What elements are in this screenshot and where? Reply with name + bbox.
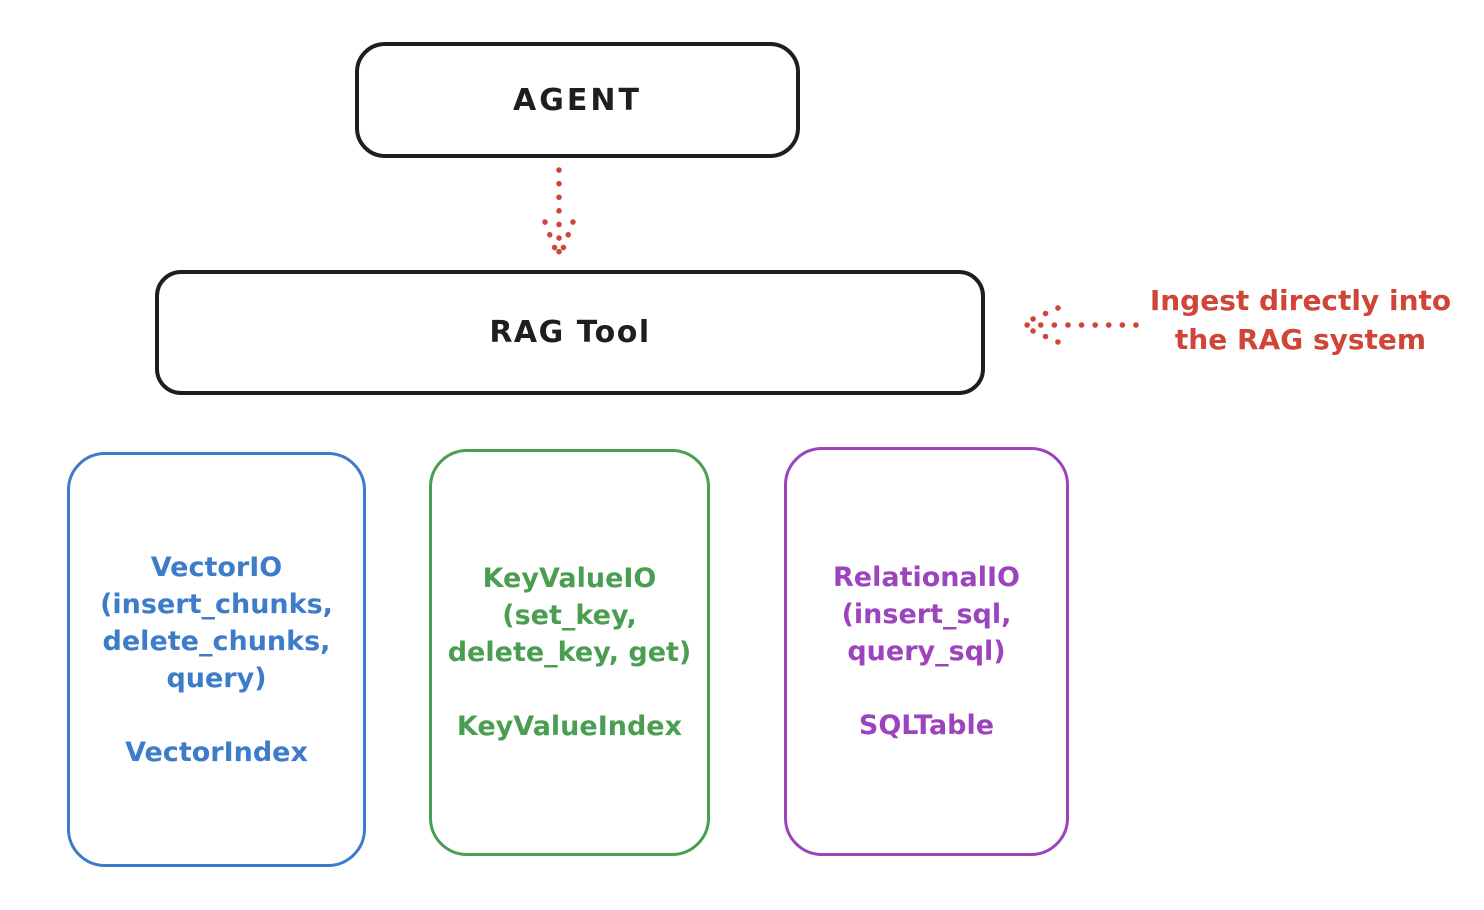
dotted-arrow-down-icon	[542, 167, 576, 257]
ingest-annotation: Ingest directly into the RAG system	[1128, 281, 1473, 359]
dotted-arrow-left-icon	[1021, 305, 1139, 345]
agent-box: AGENT	[355, 42, 800, 158]
relational-io-method-line-2: query_sql)	[847, 636, 1006, 667]
rag-tool-label: RAG Tool	[489, 315, 651, 350]
relational-io-method-line-1: (insert_sql,	[841, 599, 1012, 630]
vector-io-method-line-2: delete_chunks,	[102, 625, 331, 657]
keyvalue-io-method-line-1: (set_key,	[502, 600, 637, 631]
keyvalue-io-title: KeyValueIO	[482, 563, 657, 594]
vector-io-box: VectorIO (insert_chunks, delete_chunks, …	[67, 452, 366, 867]
keyvalue-io-method-line-2: delete_key, get)	[447, 637, 692, 668]
vector-io-title: VectorIO	[150, 551, 283, 583]
ingest-annotation-line-2: the RAG system	[1174, 323, 1427, 356]
vector-io-method-line-1: (insert_chunks,	[100, 588, 333, 620]
keyvalue-io-box: KeyValueIO (set_key, delete_key, get) Ke…	[429, 449, 710, 856]
relational-io-title: RelationalIO	[833, 562, 1020, 593]
rag-tool-box: RAG Tool	[155, 270, 985, 395]
vector-index-label: VectorIndex	[125, 736, 308, 768]
keyvalue-index-label: KeyValueIndex	[456, 711, 683, 742]
keyvalue-io-text: KeyValueIO (set_key, delete_key, get) Ke…	[448, 560, 692, 745]
vector-io-method-line-3: query)	[166, 662, 267, 694]
vector-io-text: VectorIO (insert_chunks, delete_chunks, …	[100, 549, 333, 771]
ingest-annotation-line-1: Ingest directly into	[1149, 284, 1452, 317]
sql-table-label: SQLTable	[858, 710, 995, 741]
relational-io-box: RelationalIO (insert_sql, query_sql) SQL…	[784, 447, 1069, 856]
agent-label: AGENT	[513, 82, 642, 118]
relational-io-text: RelationalIO (insert_sql, query_sql) SQL…	[833, 559, 1020, 744]
